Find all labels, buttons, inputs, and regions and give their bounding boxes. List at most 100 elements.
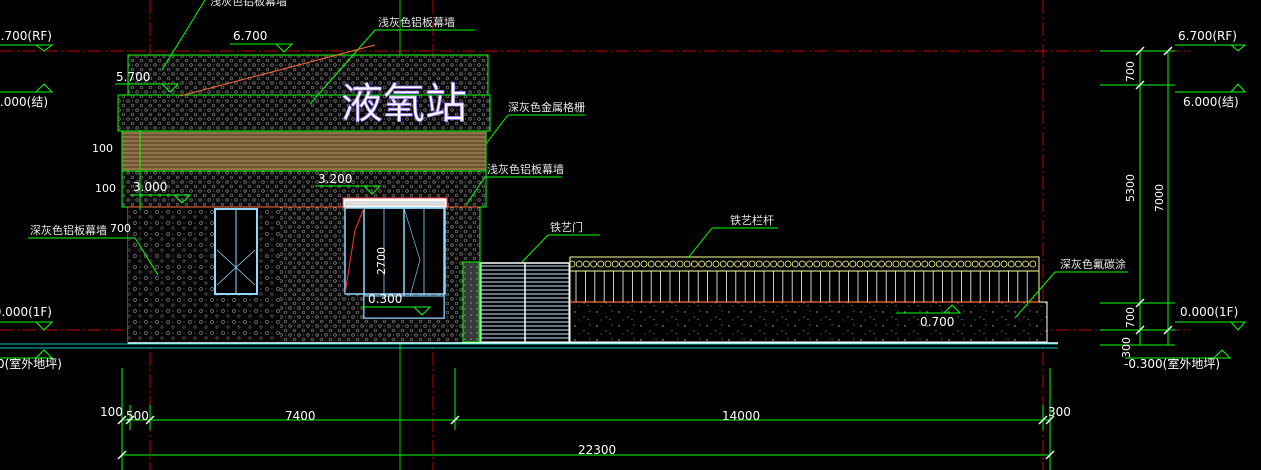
railing-ring bbox=[741, 260, 749, 268]
dim-bot-14000: 14000 bbox=[722, 409, 760, 423]
dim-right-700-bot: 700 bbox=[1124, 307, 1137, 328]
railing-ring bbox=[583, 260, 590, 268]
railing-ring bbox=[655, 260, 662, 268]
dim-door-2700: 2700 bbox=[375, 247, 388, 275]
railing-ring bbox=[676, 260, 684, 268]
railing-ring bbox=[575, 260, 583, 268]
railing-ring bbox=[964, 260, 972, 268]
window bbox=[214, 208, 258, 295]
annotation-labels: 浅灰色铝板幕墙 浅灰色铝板幕墙 深灰色金属格栅 浅灰色铝板幕墙 深灰色铝板幕墙 … bbox=[30, 0, 1126, 271]
dim-left-700: 700 bbox=[110, 222, 131, 235]
railing-ring bbox=[1022, 260, 1029, 268]
railing-ring bbox=[813, 260, 821, 268]
railing-ring bbox=[993, 260, 1001, 268]
railing-ring bbox=[1000, 260, 1008, 268]
railing-ring bbox=[770, 260, 777, 268]
railing-ring bbox=[943, 260, 950, 268]
level-6700: 6.700 bbox=[233, 29, 267, 43]
building: 液氧站 bbox=[117, 54, 491, 344]
railing-ring bbox=[921, 260, 929, 268]
level-markers bbox=[0, 43, 1247, 359]
railing-ring bbox=[590, 260, 597, 268]
upper-panel bbox=[117, 94, 491, 132]
railing-ring bbox=[611, 260, 619, 268]
railing-ring bbox=[899, 260, 907, 268]
railing-ring bbox=[1029, 260, 1037, 268]
dimension-lines bbox=[121, 50, 1175, 470]
railing-ring bbox=[971, 260, 979, 268]
dim-left-100a: 100 bbox=[92, 142, 113, 155]
railing-ring bbox=[856, 260, 864, 268]
railing-ring bbox=[763, 260, 770, 268]
level-0300: 0.300 bbox=[368, 292, 402, 306]
level-0700: 0.700 bbox=[920, 315, 954, 329]
railing-ring bbox=[691, 260, 698, 268]
dim-bot-22300: 22300 bbox=[578, 443, 616, 457]
railing-ring bbox=[748, 260, 756, 268]
metal-grille-band bbox=[121, 130, 487, 172]
level-3000: 3.000 bbox=[133, 180, 167, 194]
dim-left-100b: 100 bbox=[95, 182, 116, 195]
dim-bot-500: 500 bbox=[126, 409, 149, 423]
railing-ring bbox=[719, 260, 727, 268]
railing-ring bbox=[799, 260, 806, 268]
railing-ring bbox=[878, 260, 885, 268]
railing-ring bbox=[871, 260, 878, 268]
label-light-grey-al-mid: 浅灰色铝板幕墙 bbox=[487, 162, 564, 176]
railing-ring bbox=[885, 260, 893, 268]
railing-ring bbox=[935, 260, 943, 268]
iron-gate bbox=[480, 262, 570, 343]
level-left-structure: 6.000(结) bbox=[0, 95, 48, 109]
railing-ring bbox=[806, 260, 813, 268]
parapet-panel bbox=[127, 54, 489, 96]
leader-lines bbox=[28, 0, 1128, 319]
label-light-grey-al-top: 浅灰色铝板幕墙 bbox=[378, 15, 455, 29]
railing-ring bbox=[669, 260, 677, 268]
dimension-labels: 100 100 700 2700 700 5300 7000 700 300 1… bbox=[92, 61, 1166, 457]
level-right-1f: 0.000(1F) bbox=[1180, 305, 1238, 319]
ground-line bbox=[0, 342, 1058, 349]
railing-ring bbox=[928, 260, 936, 268]
railing-ring bbox=[705, 260, 713, 268]
label-iron-gate: 铁艺门 bbox=[550, 220, 583, 234]
railing-ring bbox=[698, 260, 705, 268]
railing-ring bbox=[662, 260, 669, 268]
dim-right-7000: 7000 bbox=[1153, 184, 1166, 212]
level-labels: 6.700(RF) 6.000(结) 0.000(1F) -0.300(室外地坪… bbox=[0, 29, 1239, 371]
railing-ring bbox=[619, 260, 626, 268]
railing-ring bbox=[892, 260, 900, 268]
dim-bot-100: 100 bbox=[100, 405, 123, 419]
railing-ring bbox=[604, 260, 612, 268]
label-dark-grey-fluorocarbon: 深灰色氟碳涂 bbox=[1060, 257, 1126, 271]
level-right-structure: 6.000(结) bbox=[1183, 95, 1239, 109]
railing-ring bbox=[626, 260, 633, 268]
railing-ring bbox=[849, 260, 857, 268]
railing-ring bbox=[957, 260, 965, 268]
level-left-outdoor: -0.300(室外地坪) bbox=[0, 356, 62, 371]
railing-ring bbox=[1007, 260, 1015, 268]
railing-ring bbox=[979, 260, 986, 268]
railing-ring bbox=[712, 260, 720, 268]
railing-ring bbox=[568, 260, 576, 268]
railing-ring bbox=[734, 260, 741, 268]
fence-base bbox=[569, 301, 1048, 343]
iron-railing bbox=[568, 256, 1040, 303]
railing-ring bbox=[647, 260, 655, 268]
railing-ring bbox=[820, 260, 828, 268]
label-top-cut: 浅灰色铝板幕墙 bbox=[210, 0, 287, 8]
gate-column bbox=[462, 261, 480, 343]
level-left-1f: 0.000(1F) bbox=[0, 305, 52, 319]
building-sign: 液氧站 bbox=[341, 79, 467, 128]
level-3200: 3.200 bbox=[318, 172, 352, 186]
railing-ring bbox=[755, 260, 763, 268]
dim-right-700-top: 700 bbox=[1124, 61, 1137, 82]
railing-ring bbox=[907, 260, 914, 268]
label-dark-grey-grille: 深灰色金属格栅 bbox=[508, 100, 585, 114]
railing-ring bbox=[986, 260, 993, 268]
level-right-outdoor: -0.300(室外地坪) bbox=[1124, 356, 1220, 371]
dim-bot-300: 300 bbox=[1048, 405, 1071, 419]
dim-right-5300: 5300 bbox=[1124, 174, 1137, 202]
railing-ring bbox=[835, 260, 842, 268]
railing-ring bbox=[727, 260, 734, 268]
railing-ring bbox=[683, 260, 691, 268]
